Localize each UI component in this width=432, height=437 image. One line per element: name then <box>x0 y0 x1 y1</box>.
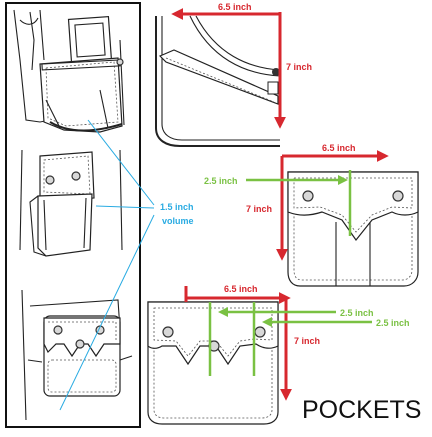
left-garment-panel <box>5 2 141 428</box>
volume-label-line2: volume <box>162 216 194 226</box>
bottom-pocket-drawing <box>147 301 279 425</box>
top-height-label: 7 inch <box>286 62 312 72</box>
bottom-green-label-2: 2.5 inch <box>376 318 410 328</box>
middle-dimensions: 6.5 inch 7 inch 2.5 inch <box>204 143 389 261</box>
bottom-height-label: 7 inch <box>294 336 320 346</box>
middle-green-label: 2.5 inch <box>204 176 238 186</box>
top-width-label: 6.5 inch <box>218 2 252 12</box>
middle-height-label: 7 inch <box>246 204 272 214</box>
garment-middle-view <box>19 149 123 257</box>
bottom-width-label: 6.5 inch <box>224 284 258 294</box>
middle-pocket-drawing <box>287 171 419 287</box>
garment-top-view <box>13 9 125 133</box>
volume-label-line1: 1.5 inch <box>160 202 194 212</box>
middle-width-label: 6.5 inch <box>322 143 356 153</box>
pockets-title: POCKETS <box>302 396 421 424</box>
volume-callout: 1.5 inch volume <box>59 119 194 411</box>
top-dimensions: 6.5 inch 7 inch <box>171 2 312 129</box>
garment-bottom-view <box>21 289 133 421</box>
bottom-dimensions: 6.5 inch 7 inch 2.5 inch 2.5 inch <box>184 284 410 401</box>
zipper-pocket-drawing <box>155 15 281 147</box>
bottom-green-label-1: 2.5 inch <box>340 308 374 318</box>
